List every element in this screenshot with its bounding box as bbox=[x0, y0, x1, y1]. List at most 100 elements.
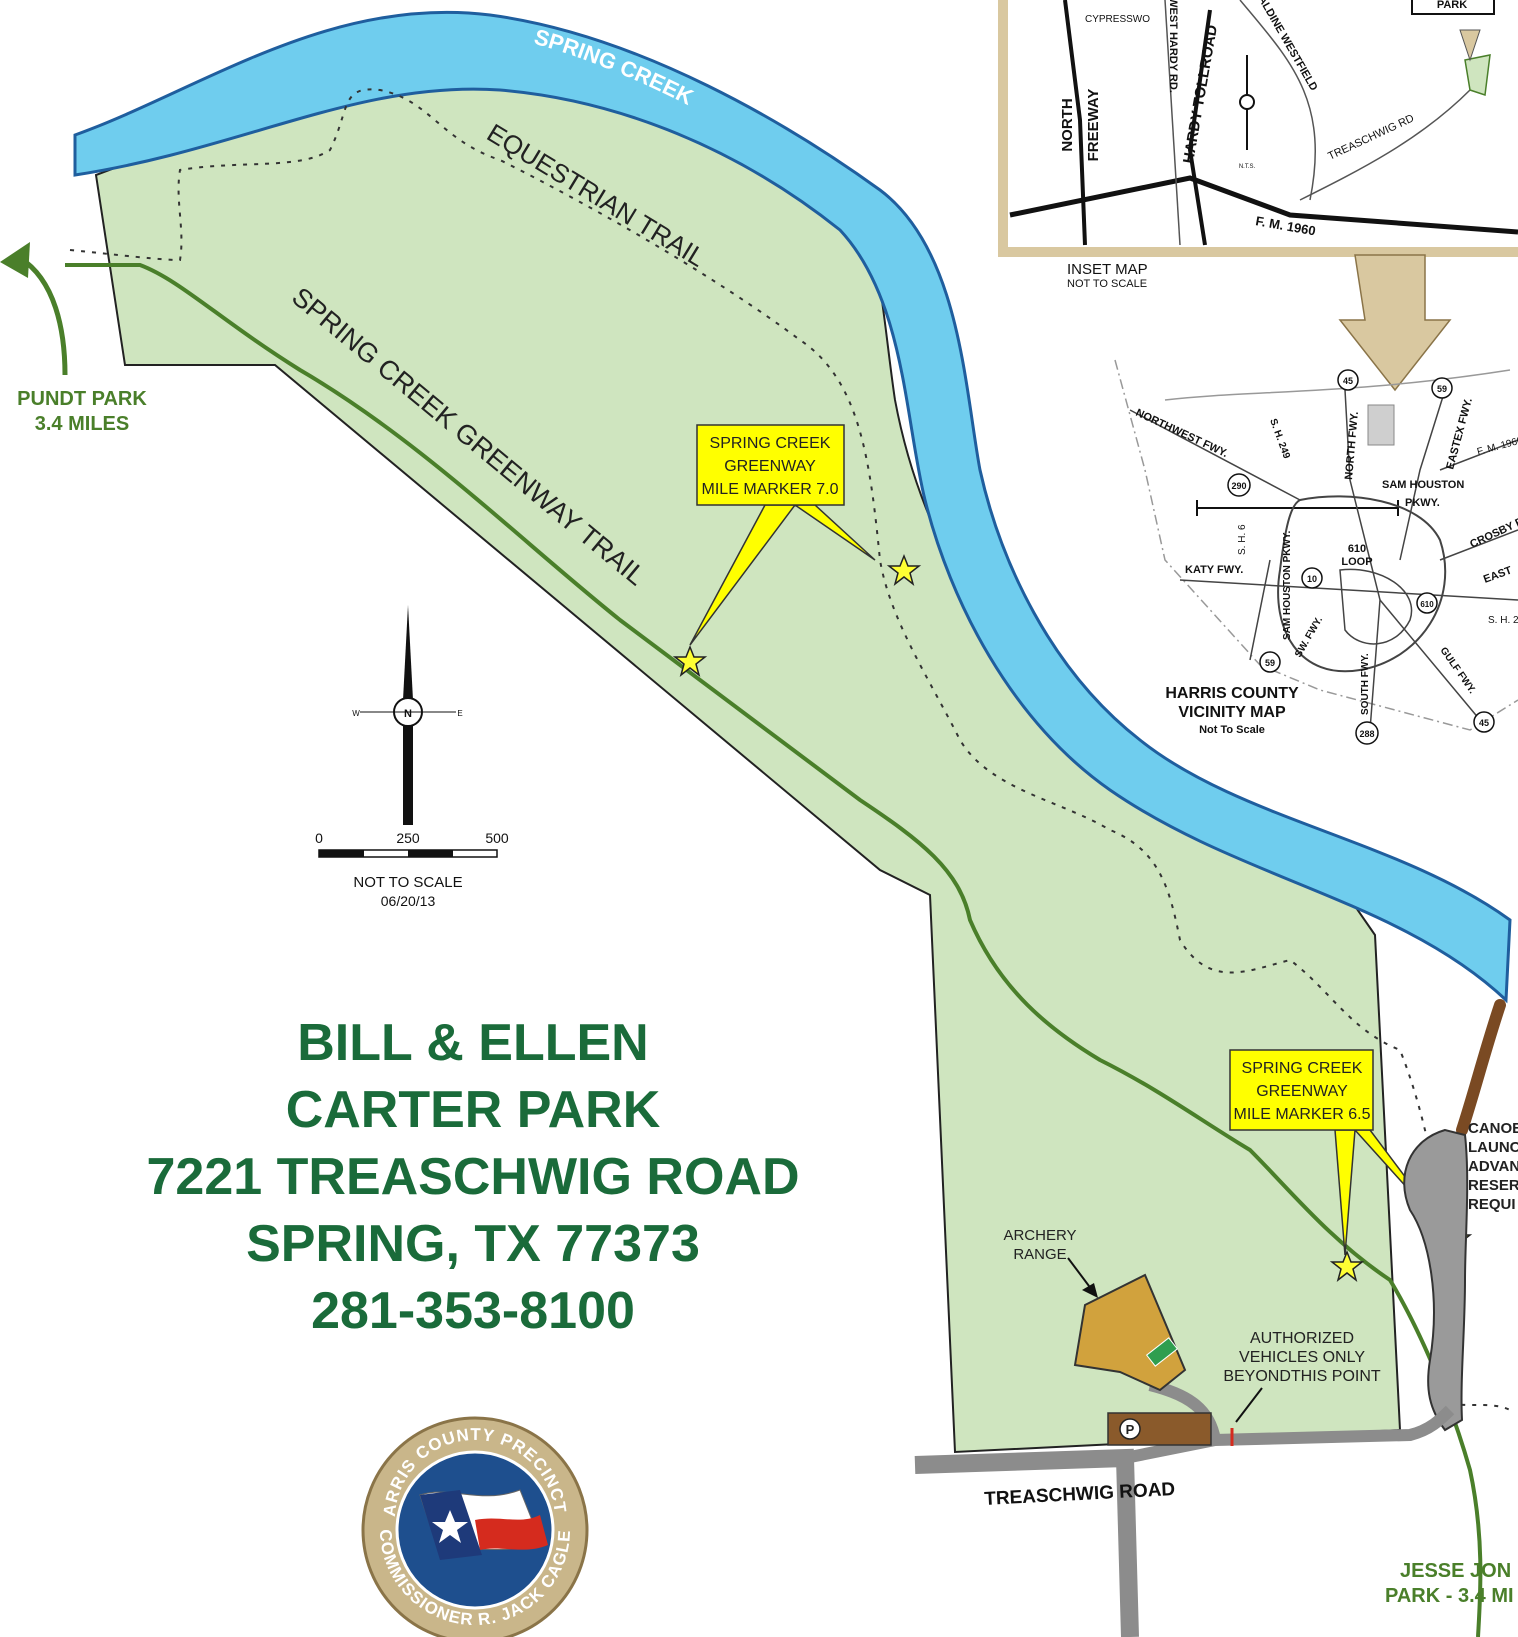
inset-freeway: FREEWAY bbox=[1085, 89, 1102, 162]
authorized-line-2: VEHICLES ONLY bbox=[1239, 1349, 1365, 1366]
svg-text:610: 610 bbox=[1420, 600, 1434, 609]
shield-610: 610 bbox=[1416, 592, 1438, 614]
inset-caption: INSET MAP bbox=[1067, 261, 1148, 278]
title-line-1: BILL & ELLEN bbox=[297, 1014, 648, 1072]
vic-sh6: S. H. 6 bbox=[1237, 524, 1248, 555]
callout-65-line-2: GREENWAY bbox=[1256, 1083, 1348, 1100]
svg-text:10: 10 bbox=[1307, 574, 1317, 584]
authorized-line-3: BEYONDTHIS POINT bbox=[1223, 1368, 1381, 1385]
vic-fm1960: F. M. 1960 bbox=[1476, 435, 1518, 458]
pundt-park-arrowhead bbox=[0, 242, 30, 278]
callout-70-line-2: GREENWAY bbox=[724, 458, 816, 475]
scale-tick-0: 0 bbox=[315, 830, 323, 846]
canoe-trail bbox=[1456, 999, 1506, 1136]
archery-range-line-2: RANGE bbox=[1013, 1246, 1066, 1263]
compass-e: E bbox=[457, 709, 462, 718]
jesse-jones-line-1: JESSE JON bbox=[1400, 1560, 1511, 1582]
archery-range-line-1: ARCHERY bbox=[1003, 1227, 1076, 1244]
authorized-line-1: AUTHORIZED bbox=[1250, 1330, 1354, 1347]
shield-290: 290 bbox=[1227, 473, 1251, 497]
marker-star-greenway-70 bbox=[672, 644, 708, 677]
callout-65-line-3: MILE MARKER 6.5 bbox=[1234, 1106, 1371, 1123]
shield-45-bottom: 45 bbox=[1473, 711, 1495, 733]
callout-70-line-3: MILE MARKER 7.0 bbox=[702, 481, 839, 498]
vic-610: 610 bbox=[1348, 543, 1366, 555]
marker-star-equestrian-70 bbox=[886, 553, 922, 586]
callout-65-box bbox=[1229, 1049, 1374, 1131]
inset-cypresswood: CYPRESSWO bbox=[1085, 14, 1150, 25]
spring-creek bbox=[73, 10, 1512, 1004]
authorized-pointer bbox=[1235, 1387, 1263, 1423]
vic-crosby: CROSBY F bbox=[1468, 516, 1518, 551]
vic-pkwy: PKWY. bbox=[1405, 497, 1440, 509]
vic-gulf: GULF FWY. bbox=[1438, 645, 1478, 696]
pundt-park-arrow bbox=[18, 255, 68, 376]
vic-loop: LOOP bbox=[1341, 556, 1372, 568]
inset-map bbox=[998, 0, 1518, 392]
inset-park: PARK bbox=[1437, 0, 1467, 11]
park-entry-road bbox=[1123, 1405, 1455, 1464]
callout-65-line-1: SPRING CREEK bbox=[1242, 1060, 1363, 1077]
callout-70-box bbox=[696, 424, 845, 506]
vic-sh249: S. H. 249 bbox=[1267, 417, 1292, 460]
inset-west-hardy: WEST HARDY RD. bbox=[1167, 0, 1179, 93]
canoe-launch-line-3: ADVAN bbox=[1468, 1158, 1518, 1175]
parking-letter: P bbox=[1126, 1422, 1135, 1437]
vic-eastex: EASTEX FWY. bbox=[1444, 397, 1475, 471]
equestrian-trail-line bbox=[69, 88, 1511, 1411]
canoe-launch-line-5: REQUI bbox=[1468, 1196, 1516, 1213]
svg-text:288: 288 bbox=[1359, 729, 1374, 739]
scale-bar-fill-1 bbox=[319, 850, 364, 857]
shield-45-top: 45 bbox=[1337, 369, 1359, 391]
canoe-launch-line-1: CANOE bbox=[1468, 1120, 1518, 1137]
jesse-jones-line-2: PARK - 3.4 MI bbox=[1385, 1585, 1514, 1607]
archery-pointer bbox=[1067, 1257, 1093, 1291]
vic-north-fwy: NORTH FWY. bbox=[1343, 411, 1361, 480]
vic-south-fwy: SOUTH FWY. bbox=[1360, 653, 1371, 715]
compass-w: W bbox=[352, 709, 360, 718]
marker-star-greenway-65 bbox=[1329, 1249, 1365, 1282]
pundt-park-label-1: PUNDT PARK bbox=[17, 388, 147, 410]
vic-sam-houston-pkwy: SAM HOUSTON PKWY. bbox=[1282, 531, 1293, 640]
title-line-5: 281-353-8100 bbox=[311, 1282, 635, 1340]
shield-59-top: 59 bbox=[1431, 377, 1453, 399]
vic-sam-houston: SAM HOUSTON bbox=[1382, 479, 1464, 491]
vicinity-title-1: HARRIS COUNTY bbox=[1165, 685, 1299, 702]
scale-bar-fill-2 bbox=[408, 850, 453, 857]
vic-east: EAST bbox=[1482, 564, 1514, 585]
precinct-seal bbox=[361, 1416, 589, 1637]
archery-pointer-head bbox=[1082, 1283, 1098, 1298]
shield-10: 10 bbox=[1301, 567, 1323, 589]
greenway-trail-line bbox=[65, 263, 1483, 1637]
callout-70-line-1: SPRING CREEK bbox=[710, 435, 831, 452]
parking-icon bbox=[1119, 1418, 1141, 1440]
svg-text:45: 45 bbox=[1343, 376, 1353, 386]
vic-northwest: NORTHWEST FWY. bbox=[1134, 407, 1230, 460]
vic-sh2: S. H. 2 bbox=[1488, 615, 1518, 626]
canoe-launch-line-4: RESER bbox=[1468, 1177, 1518, 1194]
inset-nts: N.T.S. bbox=[1239, 164, 1256, 170]
svg-text:59: 59 bbox=[1437, 384, 1447, 394]
canoe-launch-path bbox=[1403, 1128, 1469, 1432]
vic-katy: KATY FWY. bbox=[1185, 564, 1243, 576]
compass-rose bbox=[360, 605, 456, 825]
vicinity-title-2: VICINITY MAP bbox=[1178, 704, 1286, 721]
pundt-park-label-2: 3.4 MILES bbox=[35, 413, 129, 435]
compass-n: N bbox=[404, 708, 412, 720]
svg-text:45: 45 bbox=[1479, 718, 1489, 728]
treaschwig-road-label: TREASCHWIG ROAD bbox=[984, 1479, 1176, 1510]
archery-target-area bbox=[1145, 1337, 1179, 1367]
inset-north: NORTH bbox=[1059, 98, 1076, 151]
title-line-3: 7221 TREASCHWIG ROAD bbox=[147, 1148, 800, 1206]
svg-text:290: 290 bbox=[1231, 481, 1246, 491]
vic-sw-fwy: SW. FWY. bbox=[1293, 615, 1325, 660]
shield-59-bottom: 59 bbox=[1259, 651, 1281, 673]
inset-sub: NOT TO SCALE bbox=[1067, 278, 1147, 290]
canoe-launch-line-2: LAUNC bbox=[1468, 1139, 1518, 1156]
scale-note: NOT TO SCALE bbox=[353, 874, 462, 891]
shield-288: 288 bbox=[1355, 721, 1379, 745]
title-line-4: SPRING, TX 77373 bbox=[246, 1215, 700, 1273]
scale-date: 06/20/13 bbox=[381, 893, 436, 909]
